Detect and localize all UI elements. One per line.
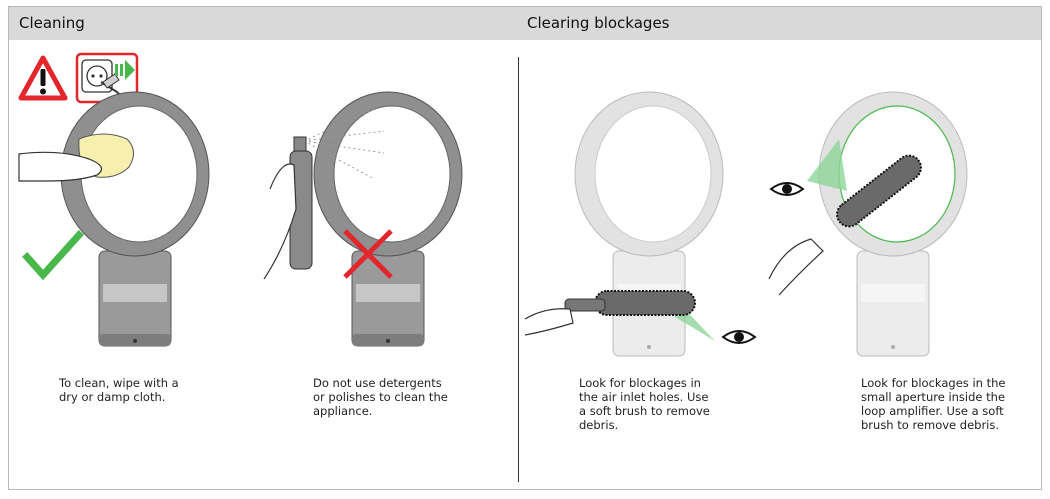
fan-spray-illustration xyxy=(263,91,463,347)
hand-with-cloth xyxy=(18,133,134,182)
brush-tool xyxy=(524,290,696,336)
fan-wipe-illustration xyxy=(18,91,210,347)
fan-illustration xyxy=(818,91,968,357)
cleaning-title: Cleaning xyxy=(19,14,85,32)
caption-inlet-holes: Look for blockages in the air inlet hole… xyxy=(579,376,710,432)
fan-illustration xyxy=(574,91,724,357)
caption-wipe: To clean, wipe with a dry or damp cloth. xyxy=(59,376,179,404)
fan-illustration xyxy=(60,91,210,347)
section-header-bar: Cleaning Clearing blockages xyxy=(9,7,1041,40)
section-divider xyxy=(518,57,519,482)
eye-icon xyxy=(721,330,757,344)
unplug-socket-icon xyxy=(75,52,139,104)
caption-aperture: Look for blockages in the small aperture… xyxy=(861,376,1006,432)
brush-tool xyxy=(768,154,922,296)
fan-illustration xyxy=(313,91,463,347)
safety-icons xyxy=(18,52,139,104)
clearing-blockages-title: Clearing blockages xyxy=(527,14,670,32)
fan-inlet-illustration xyxy=(524,91,724,357)
spray-mist xyxy=(303,108,385,180)
instruction-panel: Cleaning Clearing blockages xyxy=(8,6,1042,490)
warning-triangle-icon xyxy=(18,55,68,101)
sight-line xyxy=(807,139,847,191)
caption-no-detergents: Do not use detergents or polishes to cle… xyxy=(313,376,448,418)
spray-bottle xyxy=(263,136,313,280)
cross-icon xyxy=(343,229,393,279)
eye-icon xyxy=(769,182,805,196)
checkmark-icon xyxy=(22,230,84,281)
fan-aperture-illustration xyxy=(768,91,968,357)
